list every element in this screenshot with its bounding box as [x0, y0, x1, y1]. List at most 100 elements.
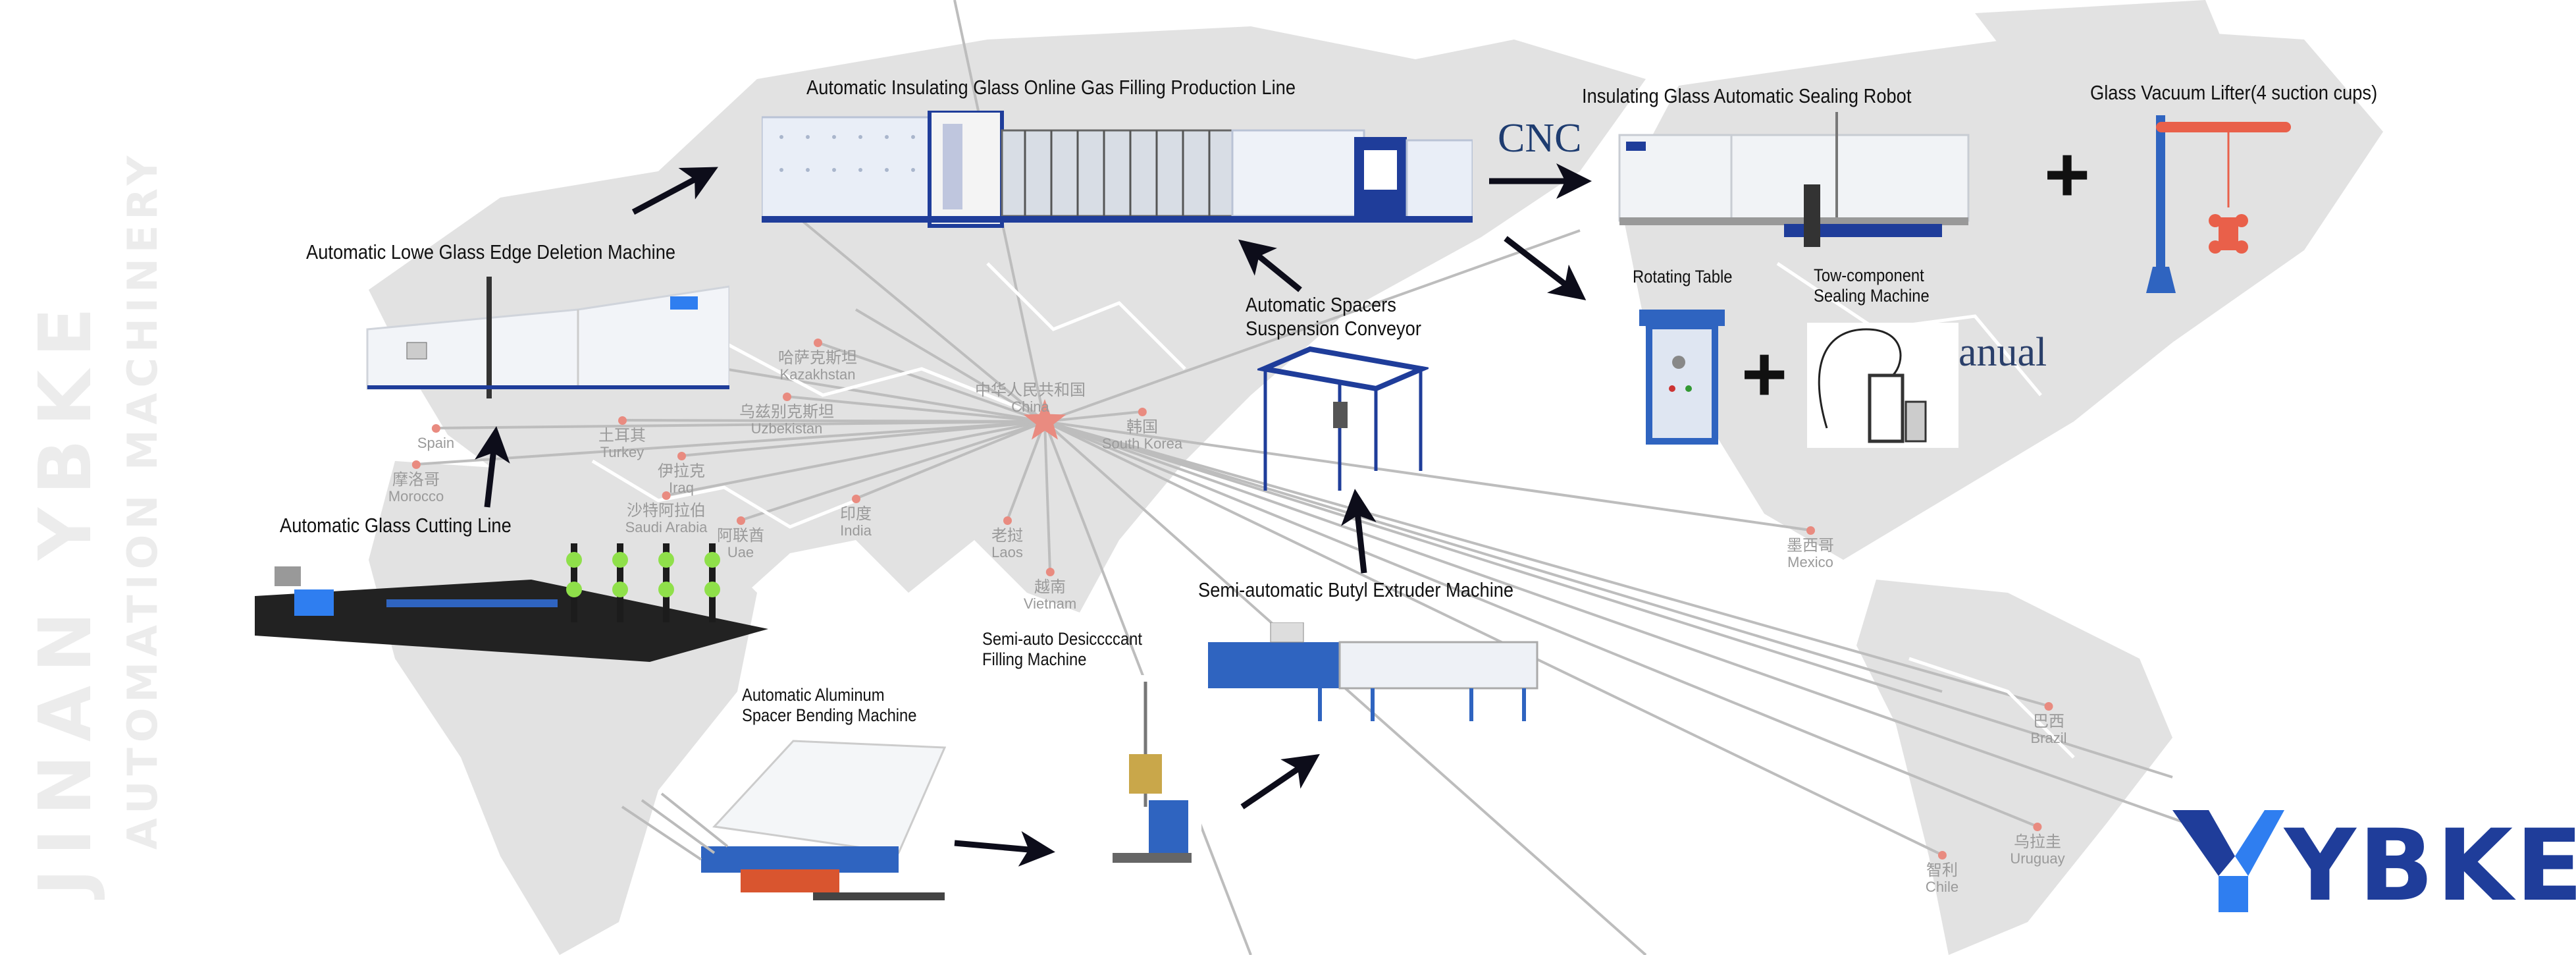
- country-name-en: Laos: [991, 544, 1023, 561]
- label-spacer-bending: Automatic Aluminum Spacer Bending Machin…: [742, 685, 916, 726]
- country-name-en: Uae: [727, 544, 754, 561]
- country-marker: Spain: [417, 424, 454, 451]
- country-dot: [2044, 702, 2053, 711]
- country-name-en: Uruguay: [2010, 850, 2065, 867]
- country-dot: [1138, 408, 1147, 416]
- country-name-cn: 摩洛哥: [392, 471, 440, 489]
- label-edge-deletion: Automatic Lowe Glass Edge Deletion Machi…: [306, 240, 676, 263]
- label-two-component-sealer: Tow-component Sealing Machine: [1814, 265, 1930, 306]
- country-dot: [782, 393, 791, 401]
- country-dot: [1003, 516, 1012, 525]
- country-dot: [736, 516, 745, 525]
- route-line: [1044, 420, 1811, 532]
- vacuum-lifter-image: [2146, 115, 2291, 293]
- country-name-en: Iraq: [669, 479, 694, 497]
- country-name-en: Brazil: [2030, 730, 2067, 747]
- label-spacers-conveyor: Automatic Spacers Suspension Conveyor: [1246, 293, 1421, 340]
- route-line: [854, 308, 1046, 423]
- route-line: [1044, 420, 2173, 778]
- arrow-cutting-to-edge: [475, 426, 510, 508]
- edge-deletion-machine-image: [366, 277, 729, 398]
- arrow-bending-to-desiccant: [954, 831, 1055, 867]
- route-line: [1044, 229, 1581, 423]
- route-line: [723, 368, 1045, 423]
- china-hub-star: [1023, 399, 1066, 440]
- label-vacuum-lifter: Glass Vacuum Lifter(4 suction cups): [2090, 81, 2378, 104]
- country-name-cn: 阿联酋: [717, 527, 764, 545]
- glass-cutting-line-image: [255, 543, 768, 662]
- label-butyl-extruder: Semi-automatic Butyl Extruder Machine: [1198, 578, 1514, 601]
- label-bending-line1: Automatic Aluminum: [742, 685, 885, 705]
- route-line: [1043, 421, 1051, 572]
- country-name-en: Spain: [417, 435, 455, 451]
- route-line: [666, 420, 1045, 497]
- label-two-component-line2: Sealing Machine: [1814, 286, 1930, 306]
- country-dot: [1806, 526, 1815, 535]
- country-name-cn: 巴西: [2032, 713, 2064, 730]
- country-dot: [2033, 823, 2042, 831]
- country-dot: [1045, 568, 1055, 576]
- country-name-en: Vietnam: [1023, 595, 1077, 613]
- route-line: [740, 420, 1045, 522]
- label-cnc: CNC: [1498, 116, 1582, 161]
- label-desiccant-filling: Semi-auto Desiccccant Filling Machine: [982, 629, 1142, 670]
- route-line: [1044, 420, 2049, 707]
- country-name-cn: 哈萨克斯坦: [778, 349, 857, 367]
- country-name-cn: 伊拉克: [658, 462, 705, 480]
- country-dot: [813, 339, 822, 347]
- country-name-cn: 墨西哥: [1787, 537, 1834, 555]
- butyl-extruder-image: [1208, 622, 1538, 721]
- label-bending-line2: Spacer Bending Machine: [742, 705, 917, 726]
- arrow-butyl-to-conveyor: [1341, 489, 1377, 574]
- ybke-logo-mark: [2172, 810, 2284, 912]
- sealing-robot-image: [1618, 112, 1970, 247]
- route-line: [817, 341, 1045, 423]
- arrow-desiccant-to-butyl: [1240, 753, 1320, 809]
- arrow-manual-to-rotating: [1504, 236, 1587, 300]
- country-name-en: South Korea: [1101, 435, 1183, 452]
- country-name-cn: 乌拉圭: [2014, 833, 2061, 851]
- country-name-cn: 印度: [840, 505, 872, 523]
- label-rotating-table: Rotating Table: [1633, 267, 1733, 286]
- hub-label: 中华人民共和国 China: [975, 381, 1086, 416]
- label-spacers-conveyor-line1: Automatic Spacers: [1246, 293, 1396, 316]
- route-line: [1006, 421, 1046, 521]
- country-name-cn: 乌兹别克斯坦: [739, 403, 834, 421]
- land-greenland: [1975, 0, 2238, 132]
- route-line: [786, 395, 1045, 423]
- country-dot: [1937, 851, 1947, 860]
- label-desiccant-line1: Semi-auto Desiccccant: [982, 629, 1142, 649]
- rotating-table-image: [1639, 310, 1725, 445]
- country-dot: [618, 416, 627, 425]
- label-cutting-line: Automatic Glass Cutting Line: [280, 514, 512, 537]
- country-name-en: Mexico: [1787, 554, 1833, 571]
- country-name-cn: 老挝: [991, 527, 1023, 545]
- spacer-bending-machine-image: [621, 740, 947, 900]
- hub-label-en: China: [1011, 398, 1049, 416]
- country-name-cn: 智利: [1926, 861, 1958, 879]
- country-dot: [851, 495, 860, 503]
- country-name-cn: 沙特阿拉伯: [626, 502, 706, 520]
- desiccant-filling-image: [1093, 675, 1201, 873]
- route-line: [415, 420, 1045, 466]
- ybke-logo: YBKE: [2172, 804, 2576, 923]
- route-line: [855, 420, 1045, 500]
- label-desiccant-line2: Filling Machine: [982, 649, 1087, 670]
- route-line: [435, 420, 1045, 429]
- ybke-logo-text: YBKE: [2284, 809, 2576, 923]
- plus-sign-robot-lifter: +: [2044, 130, 2091, 219]
- arrow-conveyor-to-gas-line: [1238, 239, 1302, 292]
- country-name-en: Chile: [1925, 879, 1959, 896]
- plus-sign-table-sealer: +: [1741, 330, 1788, 418]
